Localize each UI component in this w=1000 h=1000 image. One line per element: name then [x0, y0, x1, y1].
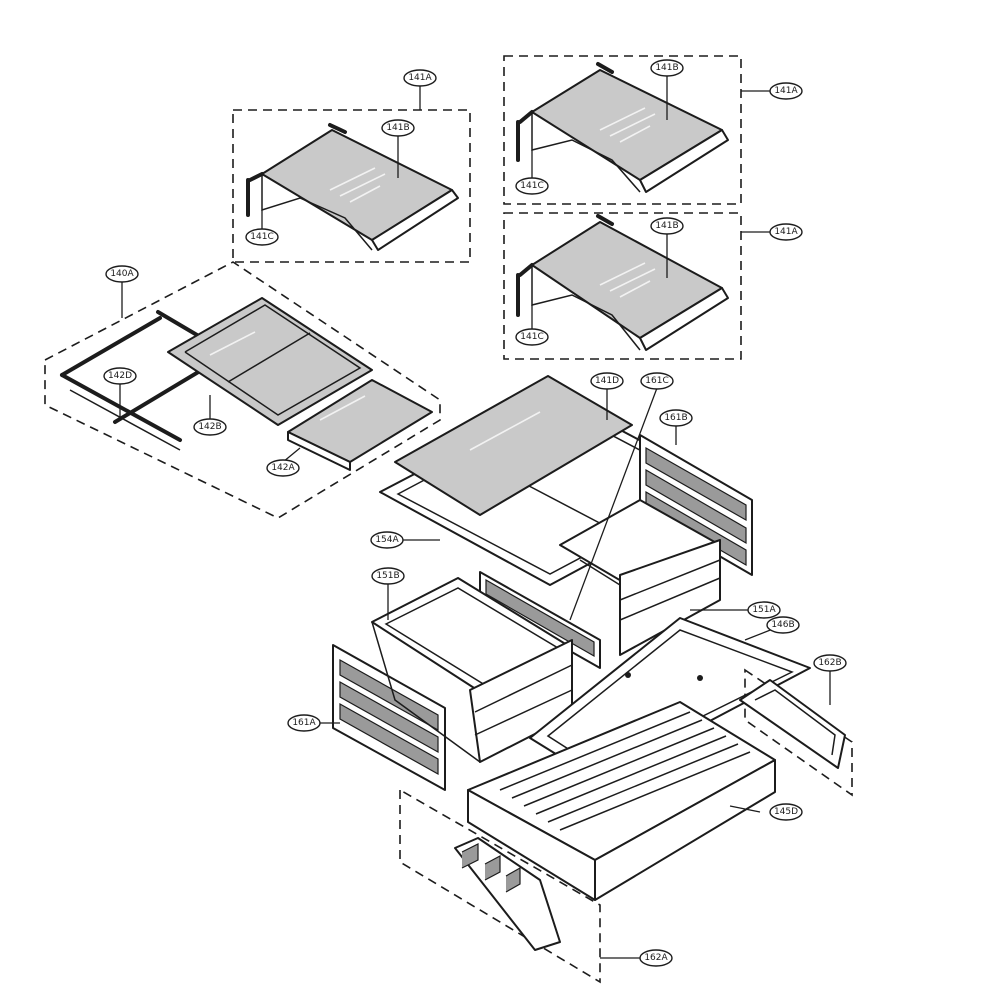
- svg-text:141B: 141B: [655, 63, 678, 73]
- svg-text:161B: 161B: [664, 413, 687, 423]
- callout-141C-upper-left: 141C: [245, 228, 279, 246]
- svg-text:142B: 142B: [198, 422, 221, 432]
- shelf-front-trim-top-right: [639, 129, 729, 193]
- crisper-drawer-151A: [559, 499, 721, 656]
- callout-142A: 142A: [266, 459, 300, 477]
- callout-161B: 161B: [659, 409, 693, 427]
- callout-161C: 161C: [640, 372, 674, 390]
- group-box-140A: [44, 261, 441, 519]
- svg-text:141A: 141A: [774, 227, 798, 237]
- svg-text:140A: 140A: [110, 269, 134, 279]
- shelf-front-trim-mid-right: [639, 287, 729, 351]
- svg-text:141C: 141C: [520, 332, 543, 342]
- folding-shelf-assembly-140A: [44, 261, 441, 519]
- callout-141C-mid-right: 141C: [515, 328, 549, 346]
- callout-140A: 140A: [105, 265, 139, 283]
- callout-145D: 145D: [769, 803, 803, 821]
- glass-shelf-142B: [167, 297, 373, 426]
- shelf-assembly-upper-left: [232, 109, 471, 263]
- svg-text:141A: 141A: [408, 73, 432, 83]
- vent-grille-161A: [332, 644, 446, 791]
- callout-151A: 151A: [747, 601, 781, 619]
- svg-text:142A: 142A: [271, 463, 295, 473]
- svg-text:141B: 141B: [655, 221, 678, 231]
- svg-text:161C: 161C: [645, 376, 668, 386]
- crisper-glass-141D: [394, 375, 633, 516]
- callout-146B: 146B: [766, 616, 800, 634]
- callout-141D: 141D: [590, 372, 624, 390]
- shelf-142A-edge: [287, 431, 351, 471]
- svg-text:161A: 161A: [292, 718, 316, 728]
- callout-154A: 154A: [370, 531, 404, 549]
- callout-141B-mid-right: 141B: [650, 217, 684, 235]
- svg-text:162B: 162B: [818, 658, 841, 668]
- crisper-drawer-151B: [371, 577, 573, 763]
- svg-text:146B: 146B: [771, 620, 794, 630]
- callout-141A-mid-right: 141A: [769, 223, 803, 241]
- svg-text:151A: 151A: [752, 605, 776, 615]
- svg-text:141B: 141B: [386, 123, 409, 133]
- cover-162A: [399, 788, 601, 984]
- shelf-front-trim-left: [371, 189, 459, 251]
- callout-162B: 162B: [813, 654, 847, 672]
- callout-141A-upper-left: 141A: [403, 69, 437, 87]
- cover-162B: [739, 668, 853, 797]
- glass-shelf-141B-top-right: [531, 69, 723, 181]
- callout-151B: 151B: [371, 567, 405, 585]
- callout-161A: 161A: [287, 714, 321, 732]
- group-box-141A-mid-right: [503, 212, 742, 360]
- group-box-141A-top-right: [503, 55, 742, 205]
- callout-141B-upper-left: 141B: [381, 119, 415, 137]
- svg-text:151B: 151B: [376, 571, 399, 581]
- svg-text:154A: 154A: [375, 535, 399, 545]
- callout-142B: 142B: [193, 418, 227, 436]
- callout-141C-top-right: 141C: [515, 177, 549, 195]
- svg-text:141A: 141A: [774, 86, 798, 96]
- glass-shelf-141B-left: [261, 129, 453, 241]
- leader-lines: [119, 75, 831, 959]
- callout-142D: 142D: [103, 367, 137, 385]
- shelf-assembly-top-right: [503, 55, 742, 205]
- svg-text:142D: 142D: [108, 371, 132, 381]
- callout-141B-top-right: 141B: [650, 59, 684, 77]
- tray-ribs: [499, 711, 751, 831]
- svg-text:141C: 141C: [520, 181, 543, 191]
- tray-145D: [467, 701, 776, 901]
- svg-text:141C: 141C: [250, 232, 273, 242]
- callout-162A: 162A: [639, 949, 673, 967]
- svg-text:162A: 162A: [644, 953, 668, 963]
- svg-text:145D: 145D: [774, 807, 798, 817]
- shelf-assembly-mid-right: [503, 212, 742, 360]
- svg-text:141D: 141D: [595, 376, 619, 386]
- callout-141A-top-right: 141A: [769, 82, 803, 100]
